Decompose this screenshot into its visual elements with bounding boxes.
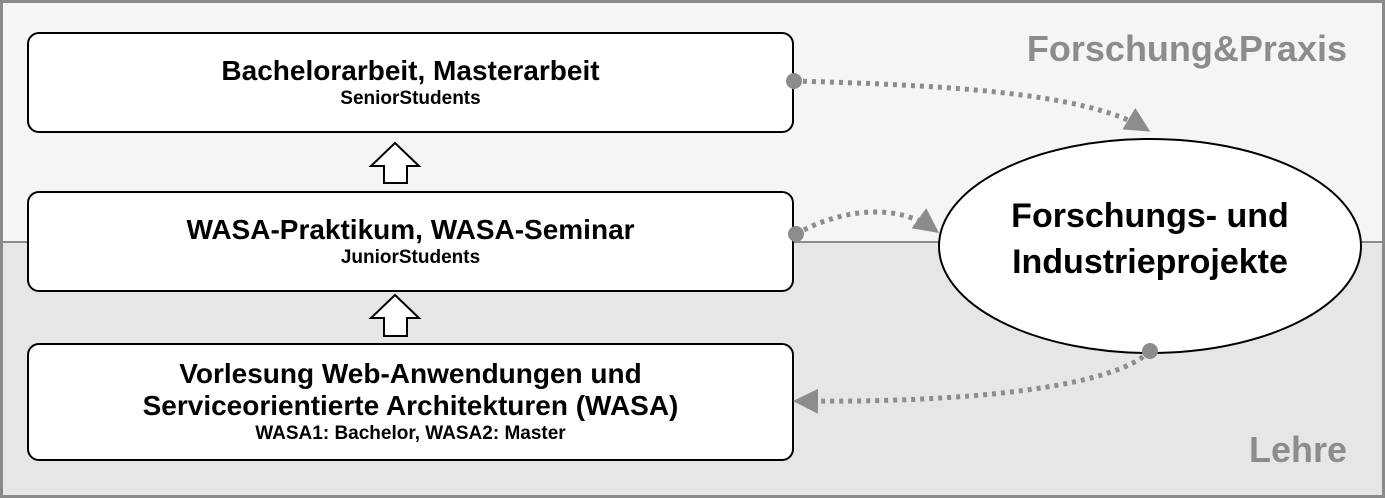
projects-line2: Industrieprojekte — [1012, 243, 1288, 281]
projects-to-lecture-connector — [793, 349, 1152, 414]
lecture-box: Vorlesung Web-Anwendungen und Serviceori… — [27, 343, 794, 461]
practical-to-projects-connector — [794, 208, 940, 237]
lecture-title-line1: Vorlesung Web-Anwendungen und — [179, 358, 642, 389]
practical-title: WASA-Praktikum, WASA-Seminar — [186, 213, 635, 245]
research-practice-label: Forschung&Praxis — [1026, 28, 1347, 69]
thesis-title: Bachelorarbeit, Masterarbeit — [221, 54, 600, 86]
lecture-title-line2: Serviceorientierte Architekturen (WASA) — [142, 390, 679, 421]
lecture-subtitle: WASA1: Bachelor, WASA2: Master — [255, 423, 566, 444]
projects-label: Forschungs- und Industrieprojekte — [938, 193, 1362, 285]
connector-dot — [786, 73, 802, 89]
up-arrow-icon — [368, 293, 422, 337]
thesis-box: Bachelorarbeit, Masterarbeit SeniorStude… — [27, 32, 794, 133]
teaching-label: Lehre — [1248, 429, 1347, 470]
thesis-to-projects-connector — [793, 78, 1151, 132]
connectors-layer — [368, 73, 1362, 414]
projects-line1: Forschungs- und — [1011, 197, 1289, 235]
practical-subtitle: JuniorStudents — [340, 246, 481, 268]
practical-box: WASA-Praktikum, WASA-Seminar JuniorStude… — [27, 191, 794, 292]
thesis-subtitle: SeniorStudents — [340, 87, 481, 109]
connector-dot — [1142, 343, 1158, 359]
connector-dot — [788, 226, 804, 242]
up-arrow-icon — [368, 141, 422, 184]
